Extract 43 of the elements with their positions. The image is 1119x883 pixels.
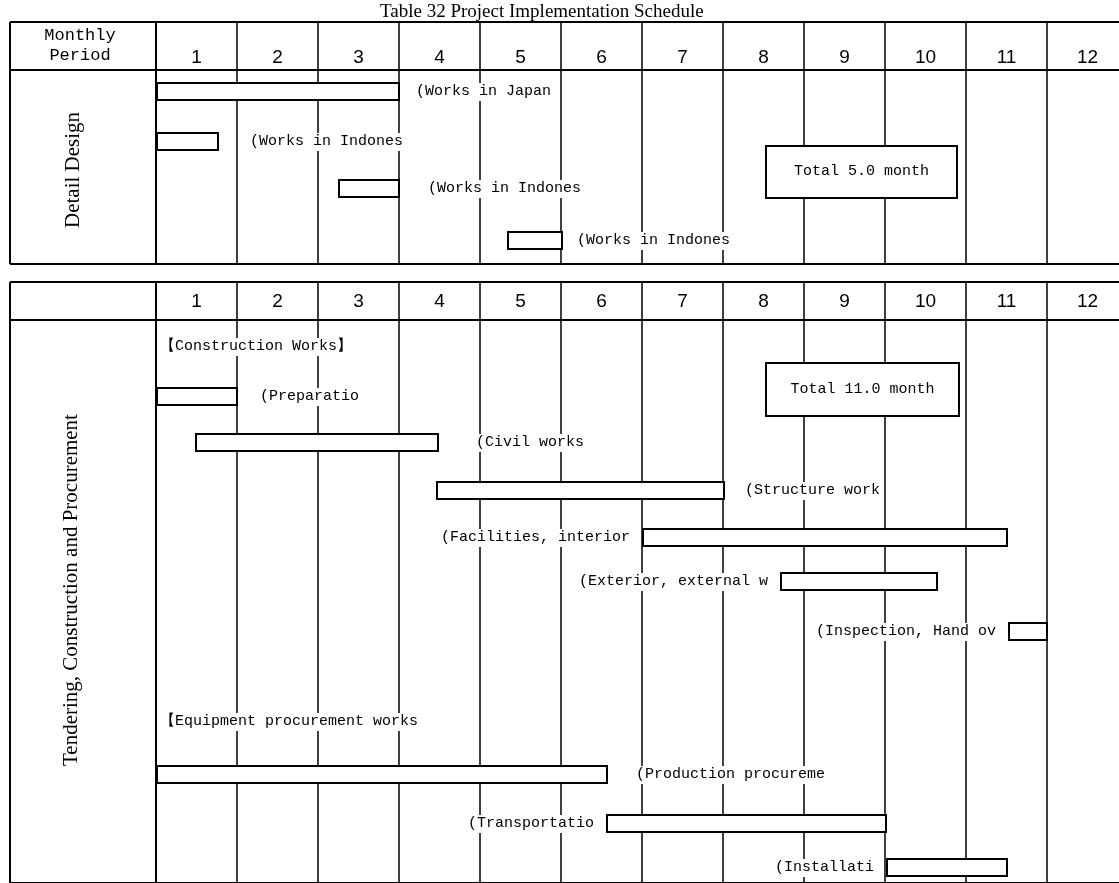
month-header: 2 [271, 46, 284, 68]
section-label: Detail Design [60, 110, 85, 230]
month-header: 8 [757, 290, 770, 312]
table-title: Table 32 Project Implementation Schedule [380, 0, 704, 22]
month-header: 5 [514, 290, 527, 312]
schedule-bar [507, 231, 563, 250]
row-header: Monthly Period [43, 26, 117, 66]
month-header: 7 [676, 290, 689, 312]
schedule-bar [1008, 622, 1048, 641]
month-header: 2 [271, 290, 284, 312]
month-header: 12 [1075, 46, 1100, 68]
month-header: 1 [190, 290, 203, 312]
month-header: 10 [913, 290, 938, 312]
schedule-bar [642, 528, 1008, 547]
schedule-bar [436, 481, 725, 500]
month-header: 8 [757, 46, 770, 68]
schedule-bar [156, 132, 219, 151]
month-header: 4 [433, 46, 446, 68]
schedule-bar [195, 433, 439, 452]
schedule-bar [156, 387, 238, 406]
month-header: 6 [595, 46, 608, 68]
month-header: 5 [514, 46, 527, 68]
month-header: 9 [838, 290, 851, 312]
section-label: Tendering, Construction and Procurement [58, 413, 83, 768]
month-header: 12 [1075, 290, 1100, 312]
month-header: 11 [995, 290, 1018, 312]
schedule-bar [338, 179, 400, 198]
month-header: 3 [352, 290, 365, 312]
total-duration-box: Total 11.0 month [765, 362, 960, 417]
month-header: 4 [433, 290, 446, 312]
schedule-bar [156, 765, 608, 784]
month-header: 6 [595, 290, 608, 312]
schedule-bar [606, 814, 887, 833]
schedule-bar [156, 82, 400, 101]
month-header: 11 [995, 46, 1018, 68]
schedule-bar [886, 858, 1008, 877]
month-header: 3 [352, 46, 365, 68]
schedule-bar [780, 572, 938, 591]
month-header: 9 [838, 46, 851, 68]
month-header: 10 [913, 46, 938, 68]
total-duration-box: Total 5.0 month [765, 145, 958, 199]
month-header: 1 [190, 46, 203, 68]
month-header: 7 [676, 46, 689, 68]
